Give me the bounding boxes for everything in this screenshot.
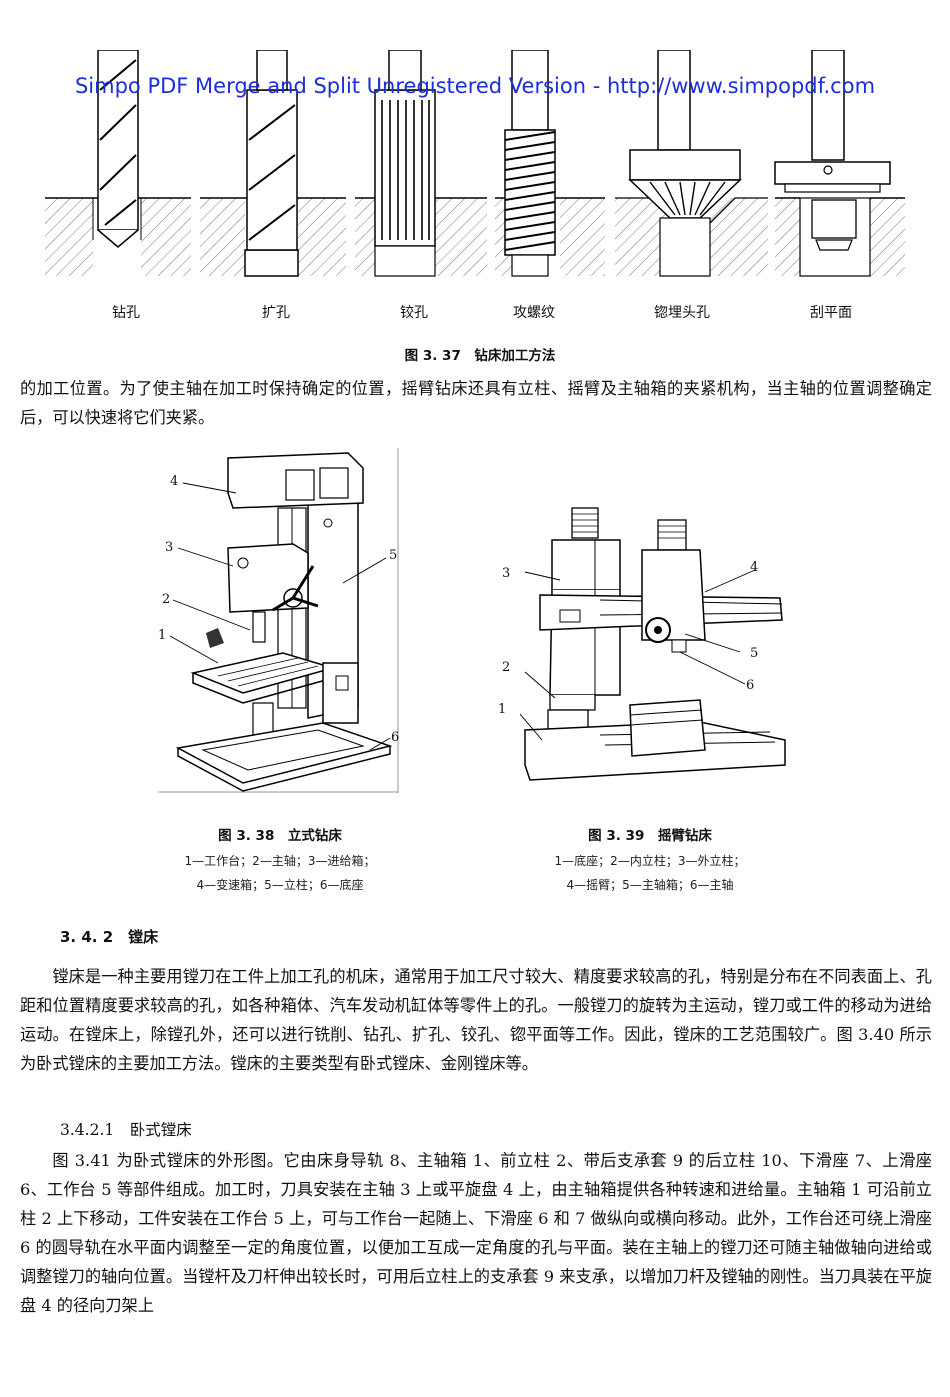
watermark-text: Simpo PDF Merge and Split Unregistered V… [74, 74, 876, 98]
fig338-callout-2: 2 [162, 592, 171, 607]
spot-facing-illustration [774, 50, 905, 277]
fig339-callout-3: 3 [502, 566, 511, 581]
vertical-drill-press-drawing [158, 448, 399, 793]
paragraph-1: 的加工位置。为了使主轴在加工时保持确定的位置，摇臂钻床还具有立柱、摇臂及主轴箱的… [20, 379, 932, 427]
radial-drill-press-drawing [520, 507, 786, 781]
core-drill-illustration [200, 50, 346, 277]
figure-3-38-caption: 图 3. 38 立式钻床 [218, 828, 342, 844]
figure-3-37-drawing [45, 50, 905, 277]
tap-illustration [495, 50, 605, 277]
method-label-spot-facing: 刮平面 [810, 305, 852, 321]
method-label-countersinking: 锪埋头孔 [654, 305, 710, 321]
countersink-illustration [615, 50, 768, 277]
drill-illustration [45, 50, 191, 276]
fig338-callout-3: 3 [165, 540, 174, 555]
fig339-callout-6: 6 [746, 678, 755, 693]
figure-3-39-caption: 图 3. 39 摇臂钻床 [588, 828, 712, 844]
figure-3-38-legend-line-2: 4—变速箱；5—立柱；6—底座 [196, 878, 364, 892]
figure-3-38-legend-line-1: 1—工作台；2—主轴；3—进给箱； [184, 854, 376, 868]
subsection-paragraph: 图 3.41 为卧式镗床的外形图。它由床身导轨 8、主轴箱 1、前立柱 2、带后… [20, 1151, 932, 1315]
fig339-callout-2: 2 [502, 660, 511, 675]
figure-3-39-legend-line-2: 4—摇臂；5—主轴箱；6—主轴 [566, 878, 734, 892]
method-label-enlarging: 扩孔 [262, 305, 290, 321]
method-label-drilling: 钻孔 [112, 305, 140, 321]
method-label-tapping: 攻螺纹 [513, 305, 555, 321]
reamer-illustration [355, 50, 487, 277]
fig338-callout-5: 5 [389, 548, 398, 563]
fig339-callout-4: 4 [750, 560, 759, 575]
subsection-heading: 3.4.2.1 卧式镗床 [60, 1121, 192, 1139]
fig338-callout-6: 6 [391, 730, 400, 745]
fig339-callout-1: 1 [498, 702, 507, 717]
method-label-reaming: 铰孔 [400, 305, 428, 321]
fig338-callout-1: 1 [158, 628, 167, 643]
fig338-callout-4: 4 [170, 474, 179, 489]
section-paragraph: 镗床是一种主要用镗刀在工件上加工孔的机床，通常用于加工尺寸较大、精度要求较高的孔… [20, 967, 932, 1073]
figure-3-37-caption: 图 3. 37 钻床加工方法 [404, 348, 556, 364]
section-heading: 3. 4. 2 镗床 [60, 928, 159, 946]
fig339-callout-5: 5 [750, 646, 759, 661]
figure-3-39-legend-line-1: 1—底座；2—内立柱；3—外立柱； [554, 854, 746, 868]
